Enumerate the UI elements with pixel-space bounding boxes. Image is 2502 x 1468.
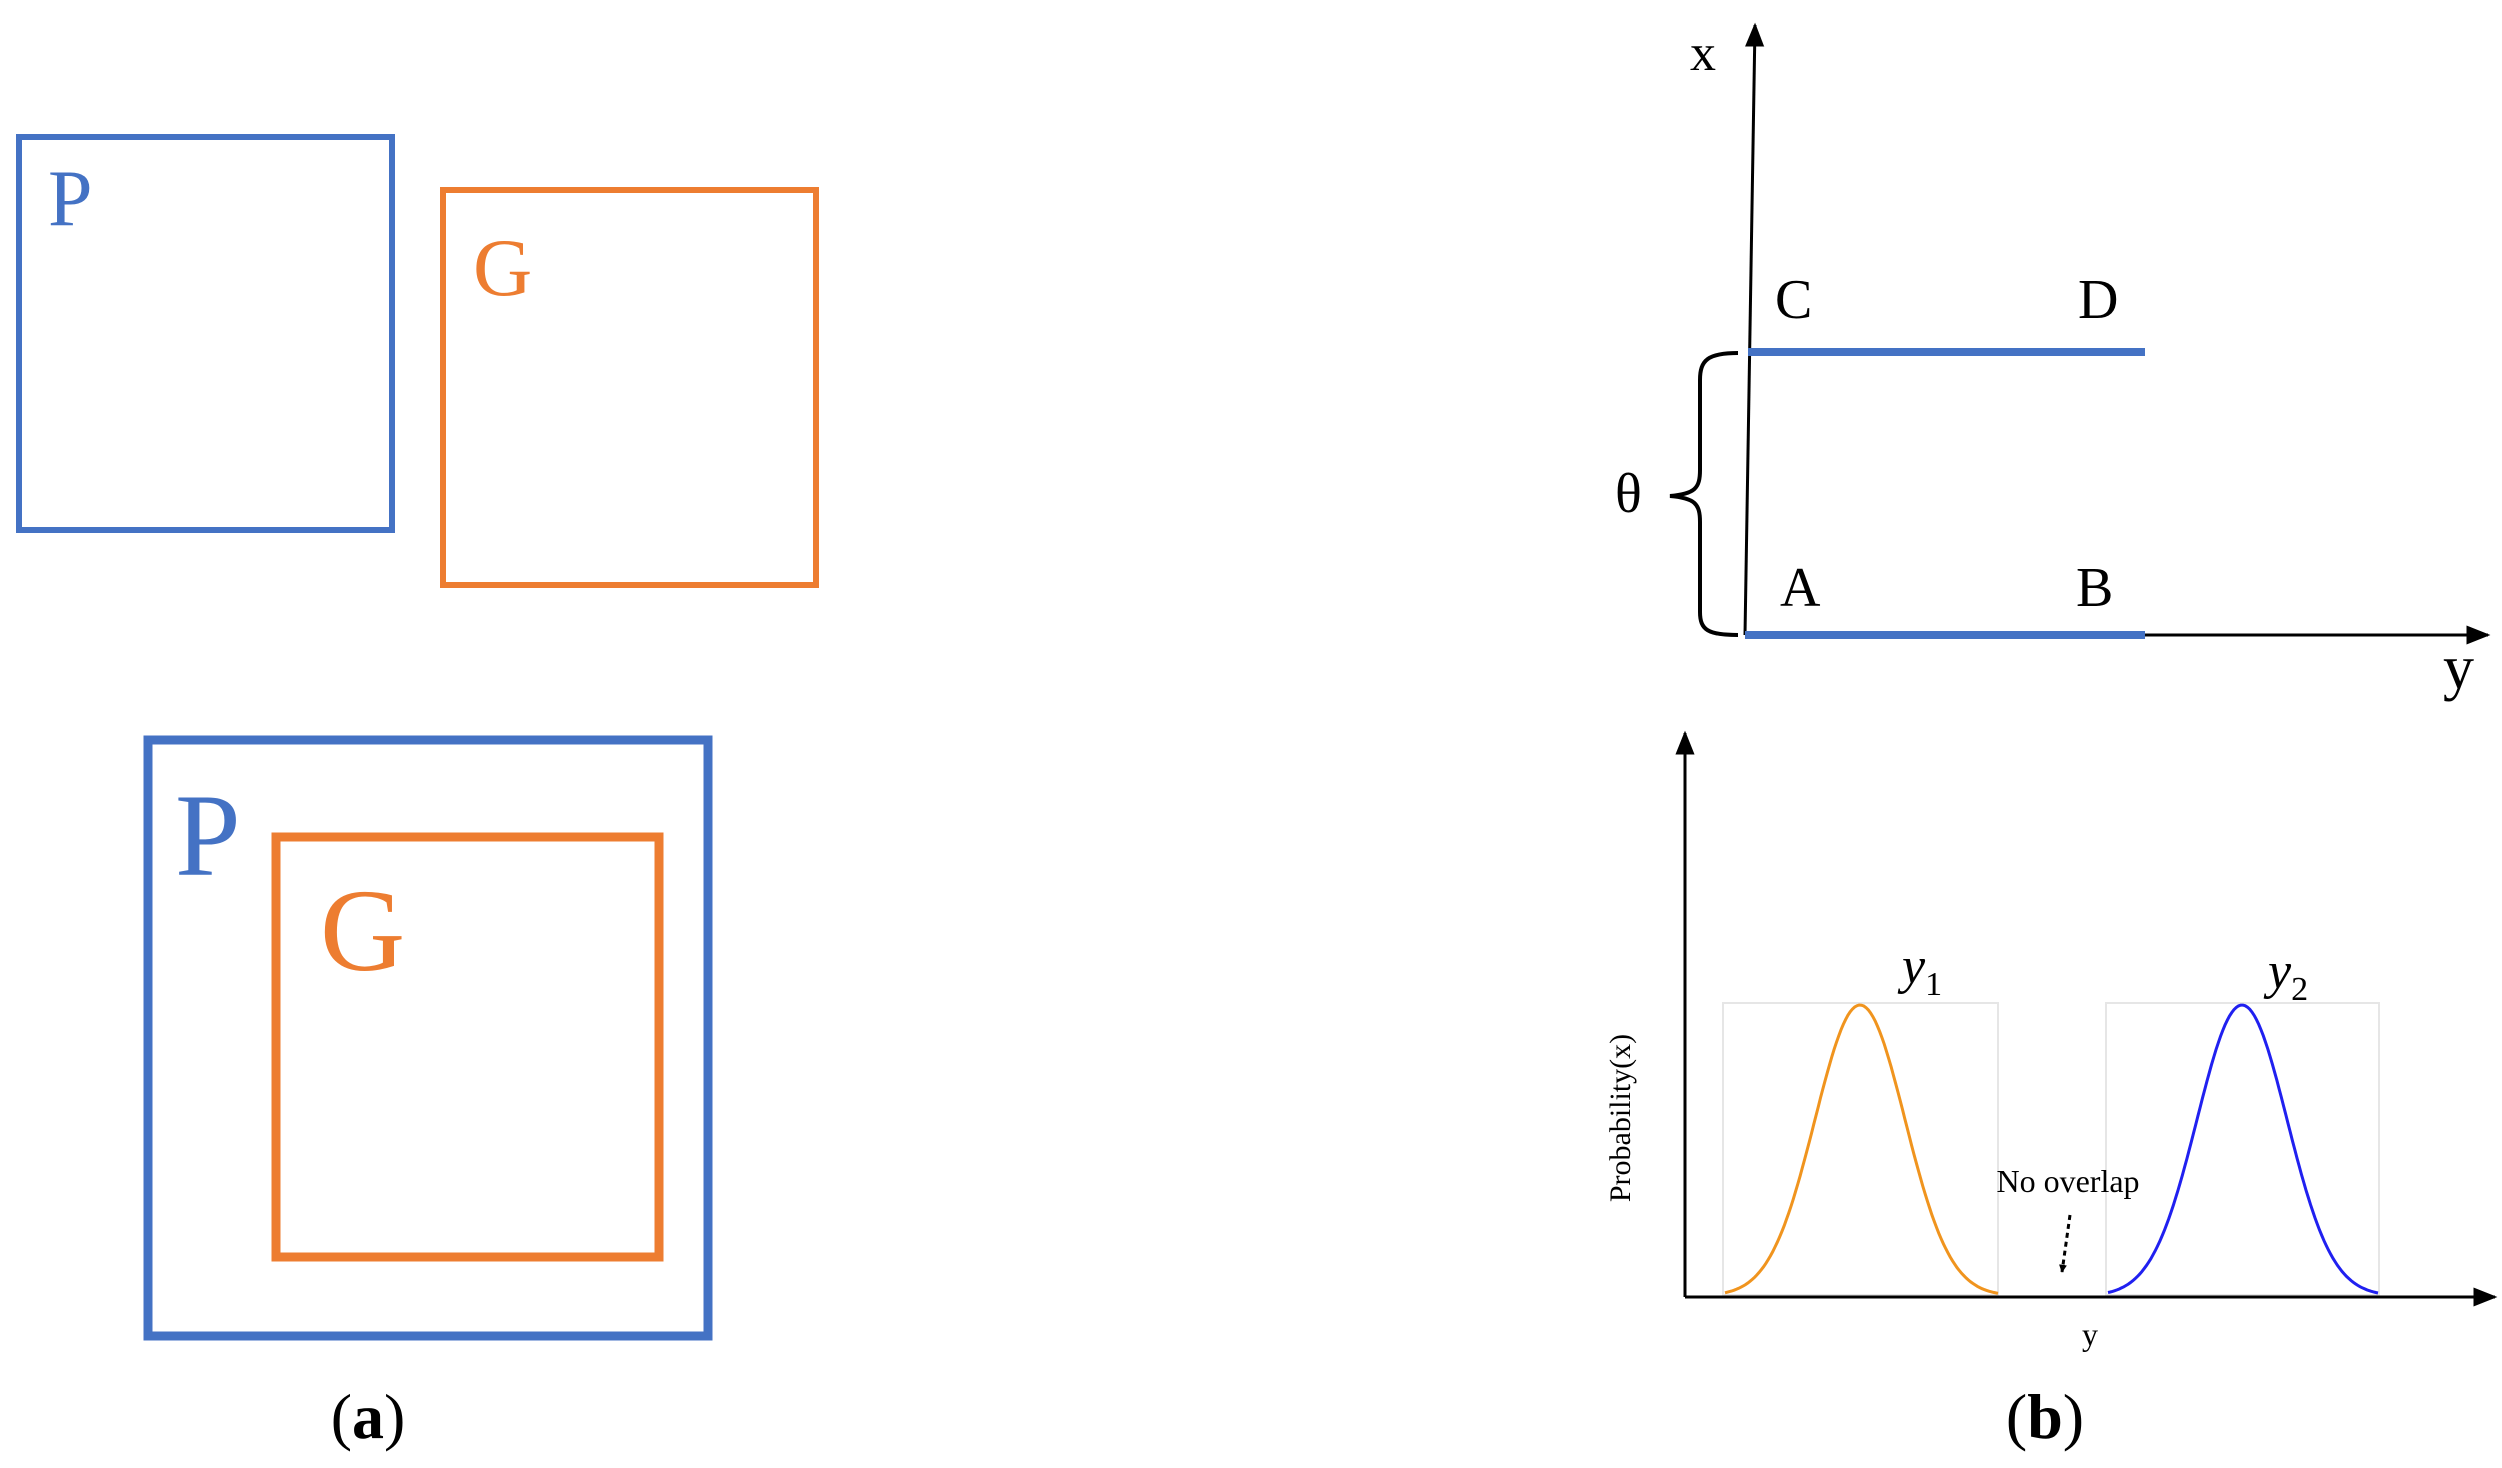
g-label-separate: G: [473, 222, 532, 313]
distribution-box-1: [1722, 1002, 1999, 1296]
panel-a: P G P G (a): [16, 134, 819, 1452]
point-label-c: C: [1775, 269, 1812, 331]
point-label-b: B: [2076, 557, 2113, 619]
p-box-outer: [143, 735, 713, 1341]
caption-b: (b): [2006, 1381, 2084, 1452]
g-label-inner: G: [320, 865, 405, 996]
vertical-axis: [1743, 22, 1765, 636]
g-box-separate: [440, 187, 819, 588]
distribution-x-label: y: [2082, 1316, 2098, 1352]
no-overlap-arrow: [2059, 1214, 2072, 1273]
p-label-separate: P: [48, 155, 93, 243]
distribution-box-2: [2105, 1002, 2380, 1296]
probability-axis-label: Probability(x): [1604, 1034, 1637, 1202]
no-overlap-annotation: No overlap: [1996, 1163, 2139, 1199]
curve-label-y2: y2: [2263, 943, 2308, 1008]
caption-a: (a): [331, 1381, 406, 1452]
axis-label-x: x: [1690, 25, 1716, 82]
theta-label: θ: [1615, 463, 1642, 525]
point-label-d: D: [2078, 269, 2118, 331]
p-label-outer: P: [175, 770, 241, 901]
theta-brace: [1669, 351, 1739, 637]
g-box-inner: [271, 832, 664, 1262]
point-label-a: A: [1780, 557, 1821, 619]
curve-label-y1: y1: [1897, 938, 1942, 1003]
panel-b-bottom: Probability(x) y y1 y2 No overlap (b): [1604, 730, 2498, 1452]
distribution-curve-y2: [2107, 1003, 2379, 1295]
distribution-curve-y1: [1724, 1003, 1999, 1295]
axis-label-y: y: [2443, 634, 2474, 702]
p-box-separate: [16, 134, 395, 533]
panel-b-top: x y C D A B θ: [1615, 22, 2491, 702]
